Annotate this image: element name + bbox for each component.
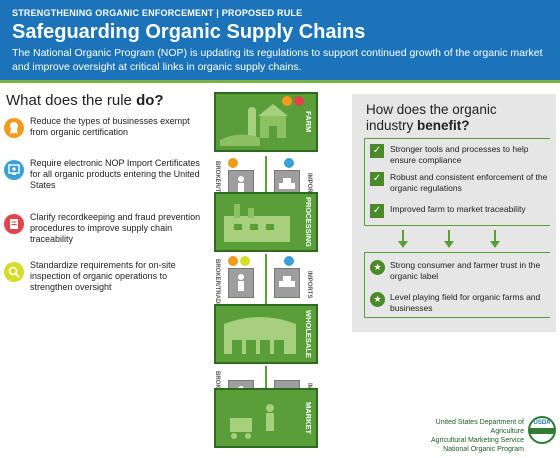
stage-market: MARKET (214, 388, 318, 448)
orange-dot-icon (228, 158, 238, 168)
down-arrow-icon (490, 230, 500, 248)
checkmark-icon: ✓ (370, 144, 384, 158)
header-banner: STRENGTHENING ORGANIC ENFORCEMENT | PROP… (0, 0, 560, 80)
benefit-heading-text: How does the organic industry (366, 102, 497, 133)
checkmark-icon: ✓ (370, 204, 384, 218)
benefit-item: ✓ Improved farm to market traceability (370, 204, 552, 228)
benefit-heading: How does the organic industry benefit? (366, 102, 546, 134)
warehouse-icon (224, 317, 296, 354)
imports-label: IMPORTS (306, 173, 312, 201)
benefits-panel: How does the organic industry benefit? ✓… (352, 94, 556, 332)
red-dot-icon (294, 96, 304, 106)
factory-icon (224, 204, 290, 242)
agency-line: United States Department of Agriculture (435, 419, 524, 435)
broker-label: BROKER/TRADER (214, 258, 220, 312)
person-icon (238, 176, 244, 193)
star-icon: ★ (370, 260, 385, 275)
benefit-item: ✓ Robust and consistent enforcement of t… (370, 172, 552, 196)
benefit-item: ✓ Stronger tools and processes to help e… (370, 144, 552, 168)
rule-heading-text: What does the rule (6, 92, 137, 109)
page-title: Safeguarding Organic Supply Chains (12, 21, 366, 43)
usda-organic-seal-icon: USDA (528, 416, 556, 444)
flow-arrow (265, 156, 267, 216)
benefit-text: Strong consumer and farmer trust in the … (390, 260, 541, 281)
rule-heading-bold: do? (136, 92, 164, 109)
supply-chain-diagram: FARM BROKER/TRADER IMPORTS PROCESSING BR… (214, 92, 318, 450)
agency-line: Agricultural Marketing Service (431, 437, 524, 444)
blue-dot-icon (284, 158, 294, 168)
orange-dot-icon (228, 256, 238, 266)
document-icon (4, 214, 24, 234)
broker-imports-link: BROKER/TRADER IMPORTS (214, 252, 318, 316)
flow-arrow (265, 254, 267, 314)
broker-label: BROKER/TRADER (214, 160, 220, 214)
rule-heading: What does the rule do? (6, 92, 164, 109)
benefit-text: Level playing field for organic farms an… (390, 292, 541, 313)
stage-label: MARKET (304, 401, 313, 435)
farm-barn-icon (220, 104, 288, 146)
down-arrow-icon (398, 230, 408, 248)
imports-label: IMPORTS (306, 271, 312, 299)
stage-label: PROCESSING (304, 196, 313, 247)
rule-item-text: Reduce the types of businesses exempt fr… (30, 116, 190, 137)
star-icon: ★ (370, 292, 385, 307)
rule-item: Require electronic NOP Import Certificat… (4, 158, 204, 202)
award-ribbon-icon (4, 118, 24, 138)
page-subtitle: The National Organic Program (NOP) is up… (12, 47, 543, 73)
stage-farm: FARM (214, 92, 318, 152)
rule-item: Clarify recordkeeping and fraud preventi… (4, 212, 204, 256)
checks-bracket (364, 138, 550, 226)
seal-top-text: USDA (533, 420, 551, 426)
ship-icon (279, 178, 295, 189)
stars-bracket (364, 252, 550, 318)
seal-band (530, 428, 554, 434)
benefit-heading-bold: benefit? (417, 118, 470, 133)
rule-item: Reduce the types of businesses exempt fr… (4, 116, 204, 160)
benefit-text: Robust and consistent enforcement of the… (390, 172, 548, 193)
blue-dot-icon (284, 256, 294, 266)
rule-item-text: Require electronic NOP Import Certificat… (30, 158, 200, 190)
benefit-text: Stronger tools and processes to help ens… (390, 144, 529, 165)
ship-icon (279, 276, 295, 287)
checkmark-icon: ✓ (370, 172, 384, 186)
yellow-dot-icon (240, 256, 250, 266)
down-arrow-icon (444, 230, 454, 248)
person-icon (238, 274, 244, 291)
benefit-text: Improved farm to market traceability (390, 204, 526, 214)
rule-item-text: Clarify recordkeeping and fraud preventi… (30, 212, 201, 244)
agency-line: National Organic Program (443, 446, 524, 453)
magnifier-icon (4, 262, 24, 282)
agency-credit: United States Department of Agriculture … (404, 418, 524, 454)
benefit-item: ★ Level playing field for organic farms … (370, 292, 552, 316)
benefit-item: ★ Strong consumer and farmer trust in th… (370, 260, 552, 284)
imports-box (274, 268, 300, 298)
stage-label: FARM (304, 111, 313, 133)
orange-dot-icon (282, 96, 292, 106)
stage-processing: PROCESSING (214, 192, 318, 252)
rule-item-text: Standardize requirements for on-site ins… (30, 260, 176, 292)
market-cart-icon (230, 404, 274, 439)
stage-wholesale: WHOLESALE (214, 304, 318, 364)
header-kicker: STRENGTHENING ORGANIC ENFORCEMENT | PROP… (12, 8, 303, 18)
rule-item: Standardize requirements for on-site ins… (4, 260, 204, 304)
broker-box (228, 268, 254, 298)
certificate-screen-icon (4, 160, 24, 180)
header-divider (0, 80, 560, 83)
stage-label: WHOLESALE (304, 310, 313, 358)
